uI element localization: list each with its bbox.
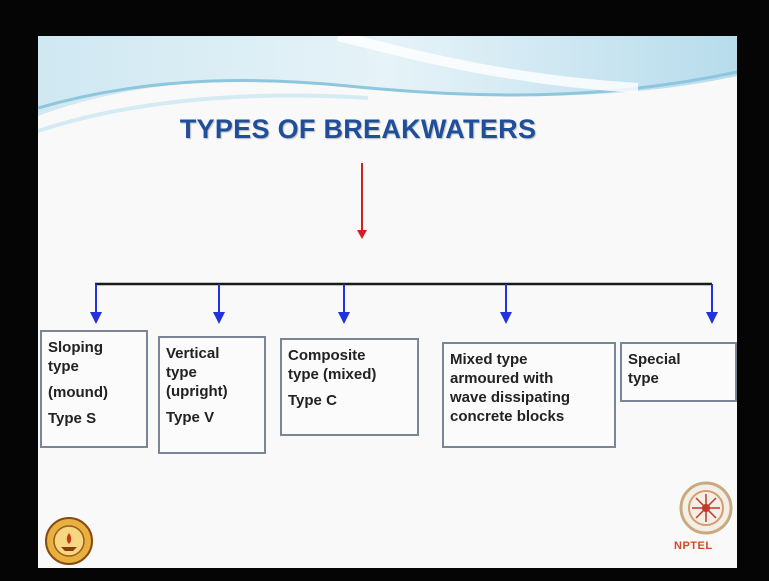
- branch-arrow-3: [338, 284, 350, 324]
- type-box-mixed: Mixed type armoured with wave dissipatin…: [442, 342, 616, 448]
- type-label-line: type: [48, 358, 79, 375]
- type-label-line: Mixed type: [450, 351, 528, 368]
- type-box-special: Special type: [620, 342, 737, 402]
- type-label-line: type (mixed): [288, 366, 377, 383]
- type-label-line: armoured with: [450, 370, 554, 387]
- header-wave-decoration: [38, 36, 737, 133]
- main-arrow-head: [357, 230, 367, 239]
- type-label-line: Special: [628, 351, 681, 368]
- type-box-sloping: Sloping type (mound) Type S: [40, 330, 148, 448]
- type-subtitle: (mound): [48, 384, 108, 401]
- tree-connectors: [90, 163, 718, 324]
- branch-arrow-4: [500, 284, 512, 324]
- type-box-vertical: Vertical type (upright) Type V: [158, 336, 266, 454]
- slide-title: TYPES OF BREAKWATERS: [179, 114, 537, 144]
- type-label-line: (upright): [166, 383, 228, 400]
- type-code: Type C: [288, 392, 337, 409]
- type-label-line: type: [166, 364, 197, 381]
- type-label-line: Composite: [288, 347, 366, 364]
- type-box-composite: Composite type (mixed) Type C: [280, 338, 419, 436]
- type-label-line: Sloping: [48, 339, 103, 356]
- branch-arrow-5: [706, 284, 718, 324]
- nptel-logo-icon: [679, 481, 733, 535]
- type-code: Type S: [48, 410, 97, 427]
- branch-arrow-2: [213, 284, 225, 324]
- type-label-line: concrete blocks: [450, 408, 565, 425]
- iit-madras-emblem-icon: [45, 517, 93, 565]
- nptel-label: NPTEL: [674, 540, 713, 552]
- type-code: Type V: [166, 409, 215, 426]
- type-label-line: type: [628, 370, 659, 387]
- branch-arrow-1: [90, 284, 102, 324]
- type-label-line: wave dissipating: [450, 389, 571, 406]
- type-label-line: Vertical: [166, 345, 220, 362]
- slide: TYPES OF BREAKWATERS: [38, 36, 737, 568]
